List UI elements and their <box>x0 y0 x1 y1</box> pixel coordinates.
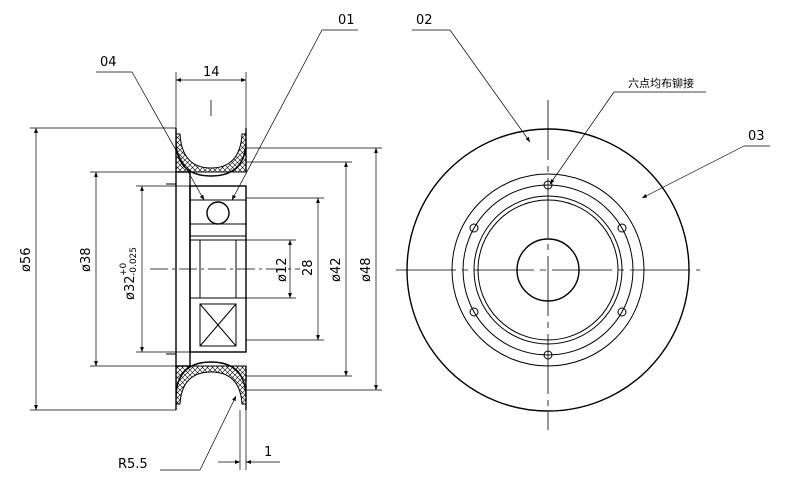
dim-dia-48: ø48 <box>359 258 374 283</box>
rivets <box>469 180 627 360</box>
tyre-top-section <box>175 133 247 173</box>
dim-dia-42: ø42 <box>329 258 344 283</box>
callout-01: 01 <box>338 13 355 28</box>
dim-dia-32-lower: -0.025 <box>129 247 139 276</box>
rivet-5 <box>469 307 479 317</box>
dim-dia-38: ø38 <box>79 248 94 273</box>
dimension-lines <box>30 29 382 471</box>
dim-dia-56: ø56 <box>19 248 34 273</box>
tyre-bottom-section <box>175 365 247 405</box>
rivet-6 <box>469 223 479 233</box>
callout-04: 04 <box>100 55 117 70</box>
dim-radius: R5.5 <box>118 457 148 472</box>
callout-03: 03 <box>748 129 765 144</box>
bearing-lower-x <box>199 303 237 347</box>
section-view <box>150 100 300 410</box>
dim-len-28: 28 <box>301 259 316 276</box>
dim-dia-32-upper: +0 <box>119 262 129 276</box>
rivet-2 <box>617 223 627 233</box>
bearing-upper-race <box>189 199 247 237</box>
bearing-lower-race <box>189 297 247 353</box>
labels: 01 02 03 04 六点均布铆接 14 R5.5 1 ø56 ø38 ø32… <box>19 13 765 472</box>
rivet-3 <box>617 307 627 317</box>
rivet-note: 六点均布铆接 <box>628 76 694 90</box>
dim-width-14: 14 <box>203 65 220 80</box>
dim-dia-32-group: ø32 +0 -0.025 <box>119 247 139 300</box>
front-view <box>396 29 770 430</box>
dim-dia-32: ø32 <box>123 276 138 301</box>
dim-dia-12: ø12 <box>275 258 290 283</box>
bearing-ball <box>206 201 230 225</box>
callout-02: 02 <box>416 13 433 28</box>
dim-gap-1: 1 <box>264 445 272 460</box>
